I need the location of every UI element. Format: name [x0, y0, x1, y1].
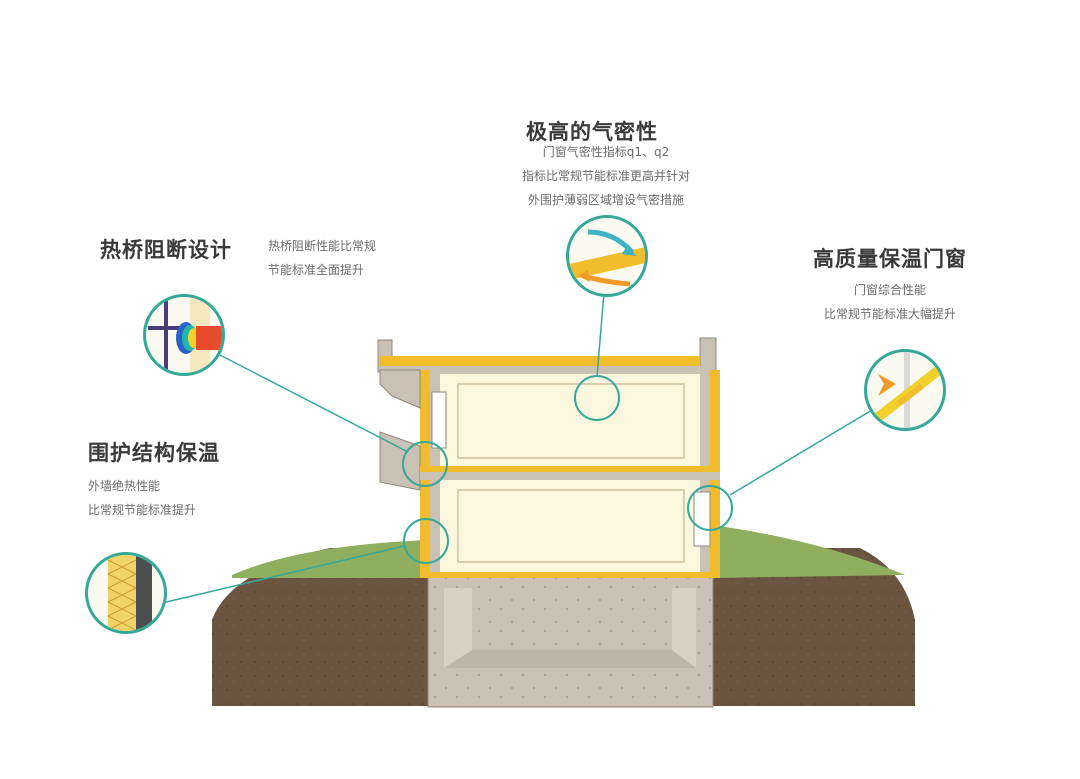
windows-line-1: 门窗综合性能: [853, 283, 927, 297]
mid-slab: [420, 472, 720, 480]
upper-room-frame: [457, 383, 685, 459]
detail-bubble-airtight: [566, 215, 648, 297]
airtight-line-3: 外围护薄弱区域增设气密措施: [527, 193, 685, 207]
thermal-bridge-line-2: 节能标准全面提升: [268, 263, 365, 277]
detail-bubble-envelope: [85, 552, 167, 634]
envelope-description: 外墙绝热性能 比常规节能标准提升: [88, 474, 196, 522]
lower-window: [693, 491, 711, 547]
upper-window: [431, 391, 447, 449]
leader-airtight: [596, 292, 605, 377]
windows-title: 高质量保温门窗: [813, 247, 967, 271]
lower-room-frame: [457, 489, 685, 563]
roof-slab: [388, 366, 712, 374]
windows-description: 门窗综合性能 比常规节能标准大幅提升: [824, 278, 956, 326]
detail-bubble-thermal-bridge: [143, 294, 225, 376]
balcony-upper: [379, 369, 421, 409]
windows-line-2: 比常规节能标准大幅提升: [823, 307, 957, 321]
thermal-bridge-line-1: 热桥阻断性能比常规: [268, 239, 377, 253]
basement-back-wall: [472, 588, 672, 650]
leader-envelope: [161, 545, 405, 604]
envelope-line-1: 外墙绝热性能: [88, 479, 161, 493]
detail-bubble-windows: [864, 349, 946, 431]
marker-envelope: [403, 518, 449, 564]
roof-insulation: [380, 356, 700, 366]
thermal-bridge-description: 热桥阻断性能比常规 节能标准全面提升: [268, 234, 376, 282]
marker-windows: [687, 485, 733, 531]
upper-room: [440, 374, 700, 466]
grass-left: [232, 540, 430, 578]
lower-room: [440, 480, 700, 572]
marker-thermal-bridge: [402, 441, 448, 487]
ground-slab-insulation: [420, 572, 720, 578]
mid-slab-insulation: [420, 466, 720, 472]
envelope-line-2: 比常规节能标准提升: [88, 503, 197, 517]
balcony-lower: [379, 431, 421, 491]
airtight-line-1: 门窗气密性指标q1、q2: [542, 145, 670, 159]
grass-right: [712, 525, 905, 578]
thermal-bridge-title: 热桥阻断设计: [100, 238, 232, 262]
leader-windows: [729, 409, 873, 496]
airtight-description: 门窗气密性指标q1、q2 指标比常规节能标准更高并针对 外围护薄弱区域增设气密措…: [522, 140, 690, 212]
leader-thermal-bridge: [217, 353, 409, 453]
airtight-line-2: 指标比常规节能标准更高并针对: [521, 169, 691, 183]
airtight-title: 极高的气密性: [526, 120, 658, 144]
envelope-title: 围护结构保温: [88, 441, 220, 465]
basement-floor: [444, 650, 696, 668]
